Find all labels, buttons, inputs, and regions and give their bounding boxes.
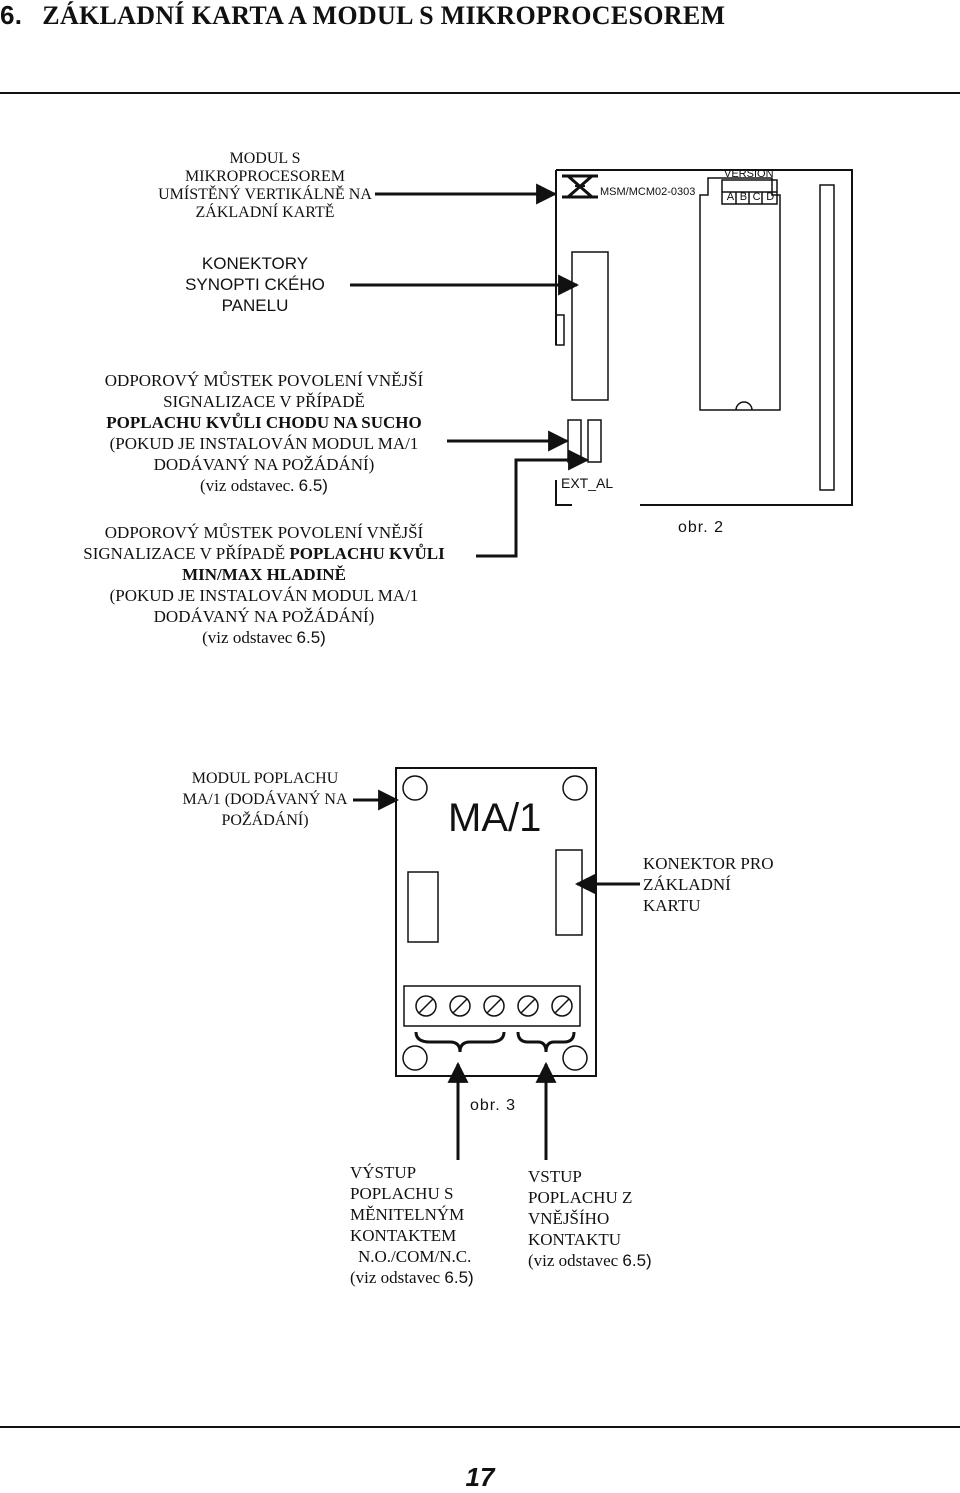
jumper2-label: ODPOROVÝ MŮSTEK POVOLENÍ VNĚJŠÍ SIGNALIZ… (83, 523, 445, 647)
mount-hole-icon (562, 775, 588, 801)
version-letters: A B C D (724, 191, 777, 203)
microprocessor-module (699, 177, 781, 411)
brace-output (414, 1031, 506, 1053)
jumper-min-max (587, 419, 602, 463)
arrow-jumper2 (476, 449, 590, 558)
brace-input (516, 1031, 576, 1053)
section-title: ZÁKLADNÍ KARTA A MODUL S MIKROPROCESOREM (42, 1, 726, 30)
ma1-board-outline (395, 767, 597, 1077)
footer-rule (0, 1426, 960, 1428)
module-label: MODUL S MIKROPROCESOREM UMÍSTĚNÝ VERTIKÁ… (158, 150, 372, 221)
synoptic-panel-connector (555, 251, 609, 401)
ma1-board-title: MA/1 (448, 796, 542, 840)
logo-icon (562, 174, 598, 199)
mount-hole-icon (402, 1045, 428, 1071)
jumper-dry-run (567, 419, 582, 463)
version-letter: D (766, 191, 775, 203)
connector-base-label: KONEKTOR PRO ZÁKLADNÍ KARTU (643, 854, 774, 915)
connector-label: KONEKTORY SYNOPTI CKÉHO PANELU (185, 254, 325, 315)
ext-al-label: EXT_AL (561, 475, 614, 491)
version-letter: B (739, 191, 748, 203)
output-label: VÝSTUP POPLACHU S MĚNITELNÝM KONTAKTEM N… (350, 1163, 474, 1287)
relay-component (407, 871, 439, 943)
mount-hole-icon (402, 775, 428, 801)
mount-hole-icon (562, 1045, 588, 1071)
jumper1-label: ODPOROVÝ MŮSTEK POVOLENÍ VNĚJŠÍ SIGNALIZ… (104, 371, 424, 495)
version-letter: A (726, 191, 735, 203)
screw-terminals (415, 995, 573, 1017)
ma1-module-label: MODUL POPLACHU MA/1 (DODÁVANÝ NA POŽÁDÁN… (182, 770, 348, 829)
vertical-connector-strip (819, 184, 835, 491)
input-label: VSTUP POPLACHU Z VNĚJŠÍHO KONTAKTU (viz … (528, 1167, 652, 1270)
version-letter: C (752, 191, 761, 203)
base-board-connector (555, 849, 583, 936)
heading-rule (0, 92, 960, 94)
figure2-caption: obr. 2 (678, 519, 725, 536)
board-model-label: MSM/MCM02-0303 (600, 186, 696, 198)
section-heading: 6. ZÁKLADNÍ KARTA A MODUL S MIKROPROCESOR… (0, 0, 960, 31)
section-number: 6. (0, 0, 23, 30)
version-label: VERSION (724, 168, 774, 180)
page-number: 17 (465, 1462, 495, 1492)
figure3-caption: obr. 3 (470, 1097, 517, 1114)
terminal-block (403, 985, 581, 1027)
